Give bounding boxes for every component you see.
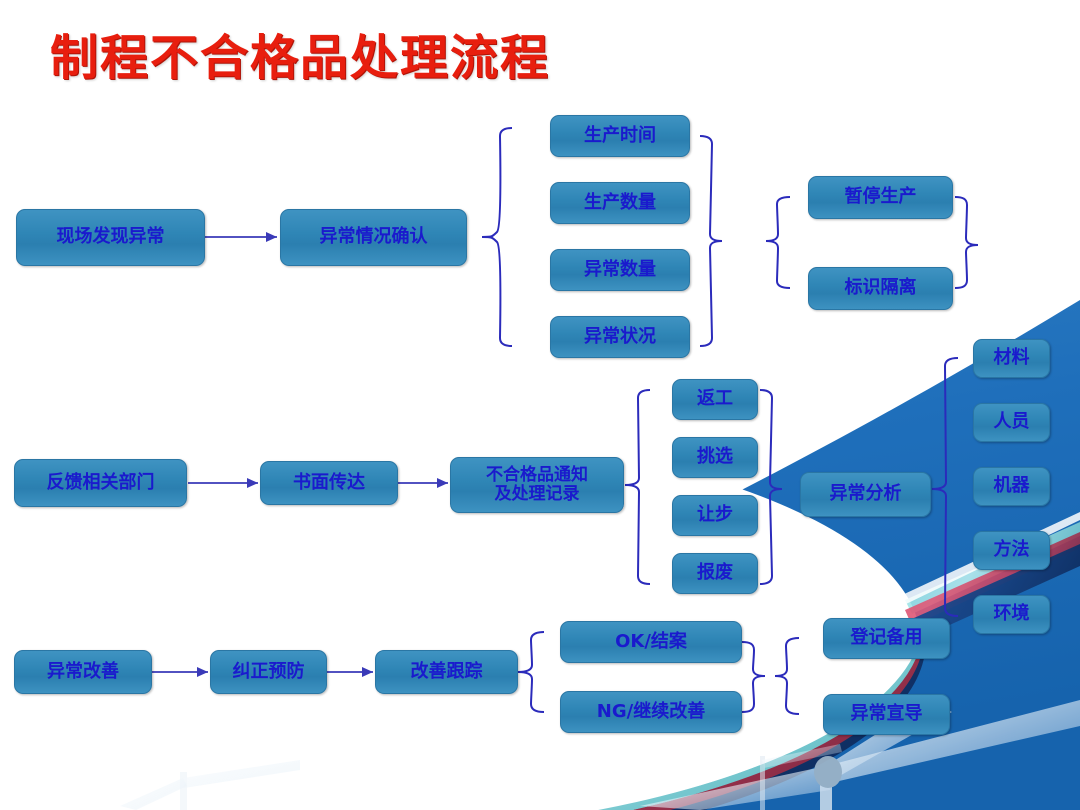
node-register-backup[interactable]: 登记备用: [823, 618, 950, 659]
node-sorting[interactable]: 挑选: [672, 437, 758, 478]
node-abnormality-confirm[interactable]: 异常情况确认: [280, 209, 467, 266]
arrow-r2-start-to-written: [188, 478, 258, 488]
node-method[interactable]: 方法: [973, 531, 1050, 570]
arrow-r3-start-to-prevent: [152, 667, 208, 677]
node-abnormality-analysis[interactable]: 异常分析: [800, 472, 931, 517]
brace-r3-closing: [774, 637, 800, 715]
brace-r2-dispositions-left: [624, 389, 651, 585]
node-written-communication[interactable]: 书面传达: [260, 461, 398, 505]
node-ng-continue-improve[interactable]: NG/继续改善: [560, 691, 742, 733]
node-concession[interactable]: 让步: [672, 495, 758, 536]
brace-r1-left: [481, 127, 513, 347]
node-abnormality-improvement[interactable]: 异常改善: [14, 650, 152, 694]
arrow-r1-start-to-confirm: [205, 232, 277, 242]
node-production-time[interactable]: 生产时间: [550, 115, 690, 157]
brace-r3-results-left: [517, 631, 545, 713]
node-abnormal-status[interactable]: 异常状况: [550, 316, 690, 358]
node-improvement-tracking[interactable]: 改善跟踪: [375, 650, 518, 694]
node-rework[interactable]: 返工: [672, 379, 758, 420]
node-suspend-production[interactable]: 暂停生产: [808, 176, 953, 219]
brace-r1-actions-left: [765, 196, 791, 289]
node-ok-closed[interactable]: OK/结案: [560, 621, 742, 663]
brace-r1-right: [699, 135, 723, 347]
brace-r3-results-right: [741, 641, 766, 713]
node-scrap[interactable]: 报废: [672, 553, 758, 594]
node-personnel[interactable]: 人员: [973, 403, 1050, 442]
node-environment[interactable]: 环境: [973, 595, 1050, 634]
arrow-r3-prevent-to-track: [327, 667, 373, 677]
brace-r1-actions-right: [954, 196, 979, 289]
node-site-abnormality[interactable]: 现场发现异常: [16, 209, 205, 266]
node-abnormality-promotion[interactable]: 异常宣导: [823, 694, 950, 735]
node-mark-isolate[interactable]: 标识隔离: [808, 267, 953, 310]
node-material[interactable]: 材料: [973, 339, 1050, 378]
node-nonconforming-notice-record[interactable]: 不合格品通知 及处理记录: [450, 457, 624, 513]
node-production-quantity[interactable]: 生产数量: [550, 182, 690, 224]
node-corrective-prevention[interactable]: 纠正预防: [210, 650, 327, 694]
node-abnormal-quantity[interactable]: 异常数量: [550, 249, 690, 291]
node-feedback-departments[interactable]: 反馈相关部门: [14, 459, 187, 507]
brace-r2-causes: [931, 357, 959, 617]
brace-r2-dispositions-right: [759, 389, 783, 585]
arrow-r2-written-to-record: [398, 478, 448, 488]
node-machine[interactable]: 机器: [973, 467, 1050, 506]
page-title: 制程不合格品处理流程: [50, 30, 551, 86]
